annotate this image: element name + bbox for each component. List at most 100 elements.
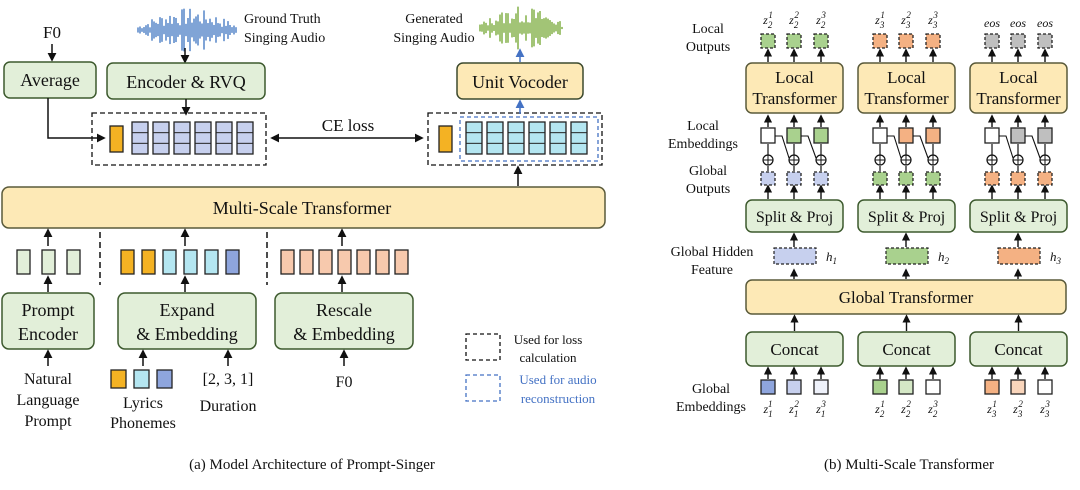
hidden-feature-token	[997, 247, 1041, 265]
local-transformer-line1: Local	[775, 68, 814, 87]
rvq-token	[215, 121, 233, 155]
prompt-token	[438, 125, 453, 153]
local-transformer-box	[745, 62, 844, 114]
rvq-token	[152, 121, 170, 155]
rvq-token	[194, 121, 212, 155]
nl-prompt-line3: Prompt	[24, 413, 72, 430]
global-embedding-label: z23	[927, 399, 938, 419]
subscript: 3	[1017, 409, 1023, 419]
rescale-embedding-token	[318, 249, 333, 275]
expand-embedding-tokens	[120, 249, 240, 275]
global-embedding-token	[1010, 379, 1026, 395]
expand-embedding-token	[183, 249, 198, 275]
hidden-feature-label: h3	[1050, 249, 1062, 266]
concat-label: Concat	[770, 340, 818, 359]
rvq-token	[173, 121, 191, 155]
local-output-token	[813, 33, 829, 49]
local-transformer-line2: Transformer	[752, 89, 837, 108]
global-embedding-label: z33	[1039, 399, 1050, 419]
local-outputs-line2: Outputs	[686, 40, 730, 55]
lyrics-phoneme-token	[110, 369, 127, 389]
subscript: 2	[768, 20, 773, 30]
global-embedding-label: z32	[1012, 399, 1023, 419]
local-embedding-token	[898, 127, 914, 144]
concat-box	[969, 331, 1068, 367]
local-embedding-token	[984, 127, 1000, 144]
average-box	[3, 61, 97, 99]
global-embedding-token	[898, 379, 914, 395]
split-proj-box	[745, 199, 844, 233]
expand-embedding-token	[225, 249, 240, 275]
local-output-label: eos	[1010, 16, 1026, 30]
local-embeddings-line1: Local	[687, 119, 719, 134]
local-embedding-token	[760, 127, 776, 144]
split-proj-box	[969, 199, 1068, 233]
local-output-token	[786, 33, 802, 49]
gt-rvq-token	[173, 121, 191, 155]
global-embedding-label: z11	[762, 399, 772, 419]
rescale-embedding-token	[280, 249, 295, 275]
split-proj-box	[857, 199, 956, 233]
rvq-token	[131, 121, 149, 155]
generated-rvq-token	[486, 121, 504, 155]
global-embedding-token	[925, 379, 941, 395]
expand-embedding-token	[204, 249, 219, 275]
local-output-token	[898, 33, 914, 49]
concat-box	[857, 331, 956, 367]
local-embeddings-line2: Embeddings	[668, 137, 738, 152]
local-output-label: z22	[788, 10, 799, 30]
rescale-embedding-token	[375, 249, 390, 275]
superscript: 3	[932, 399, 938, 409]
generated-rvq-token	[570, 121, 588, 155]
lyrics-phoneme-token	[156, 369, 173, 389]
superscript: 2	[1018, 399, 1023, 409]
concat-label: Concat	[994, 340, 1042, 359]
lyrics-phoneme-tokens	[110, 369, 173, 389]
expand-embedding-token	[141, 249, 156, 275]
global-hidden-line2: Feature	[691, 263, 733, 278]
gt-rvq-token	[152, 121, 170, 155]
local-embedding-token	[1037, 127, 1053, 144]
rvq-token	[236, 121, 254, 155]
right-caption: (b) Multi-Scale Transformer	[824, 457, 994, 473]
lyrics-phoneme-token	[133, 369, 150, 389]
subscript: 1	[821, 409, 826, 419]
local-transformer-line1: Local	[887, 68, 926, 87]
gt-rvq-token	[194, 121, 212, 155]
subscript: 2	[794, 20, 799, 30]
gt-rvq-token	[131, 121, 149, 155]
rvq-token	[570, 121, 588, 155]
local-transformer-box	[969, 62, 1068, 114]
multi-scale-transformer-label: Multi-Scale Transformer	[213, 198, 391, 218]
global-embedding-token	[1037, 379, 1053, 395]
lyrics-line1: Lyrics	[123, 395, 163, 412]
skip-connection	[775, 135, 790, 159]
global-embeddings-line1: Global	[692, 382, 730, 397]
global-output-token	[1037, 171, 1053, 186]
global-hidden-line1: Global Hidden	[671, 245, 754, 260]
multi-scale-transformer-box	[1, 186, 606, 229]
rvq-token	[507, 121, 525, 155]
rvq-token	[486, 121, 504, 155]
subscript: 2	[906, 409, 911, 419]
rescale-embedding-line1: Rescale	[316, 300, 372, 320]
rescale-embedding-token	[356, 249, 371, 275]
superscript: 3	[932, 10, 938, 20]
gt-rvq-token	[236, 121, 254, 155]
global-embedding-label: z22	[900, 399, 911, 419]
rescale-embedding-token	[337, 249, 352, 275]
local-transformer-line2: Transformer	[976, 89, 1061, 108]
unit-vocoder-box	[456, 62, 584, 100]
subscript: 3	[905, 20, 911, 30]
subscript: 3	[991, 409, 997, 419]
global-embedding-token	[872, 379, 888, 395]
local-output-label: eos	[984, 16, 1000, 30]
local-embedding-token	[786, 127, 802, 144]
prompt-encoder-line2: Encoder	[18, 324, 78, 344]
global-output-token	[760, 171, 776, 186]
generated-rvq-token	[549, 121, 567, 155]
subscript: 2	[945, 256, 950, 266]
